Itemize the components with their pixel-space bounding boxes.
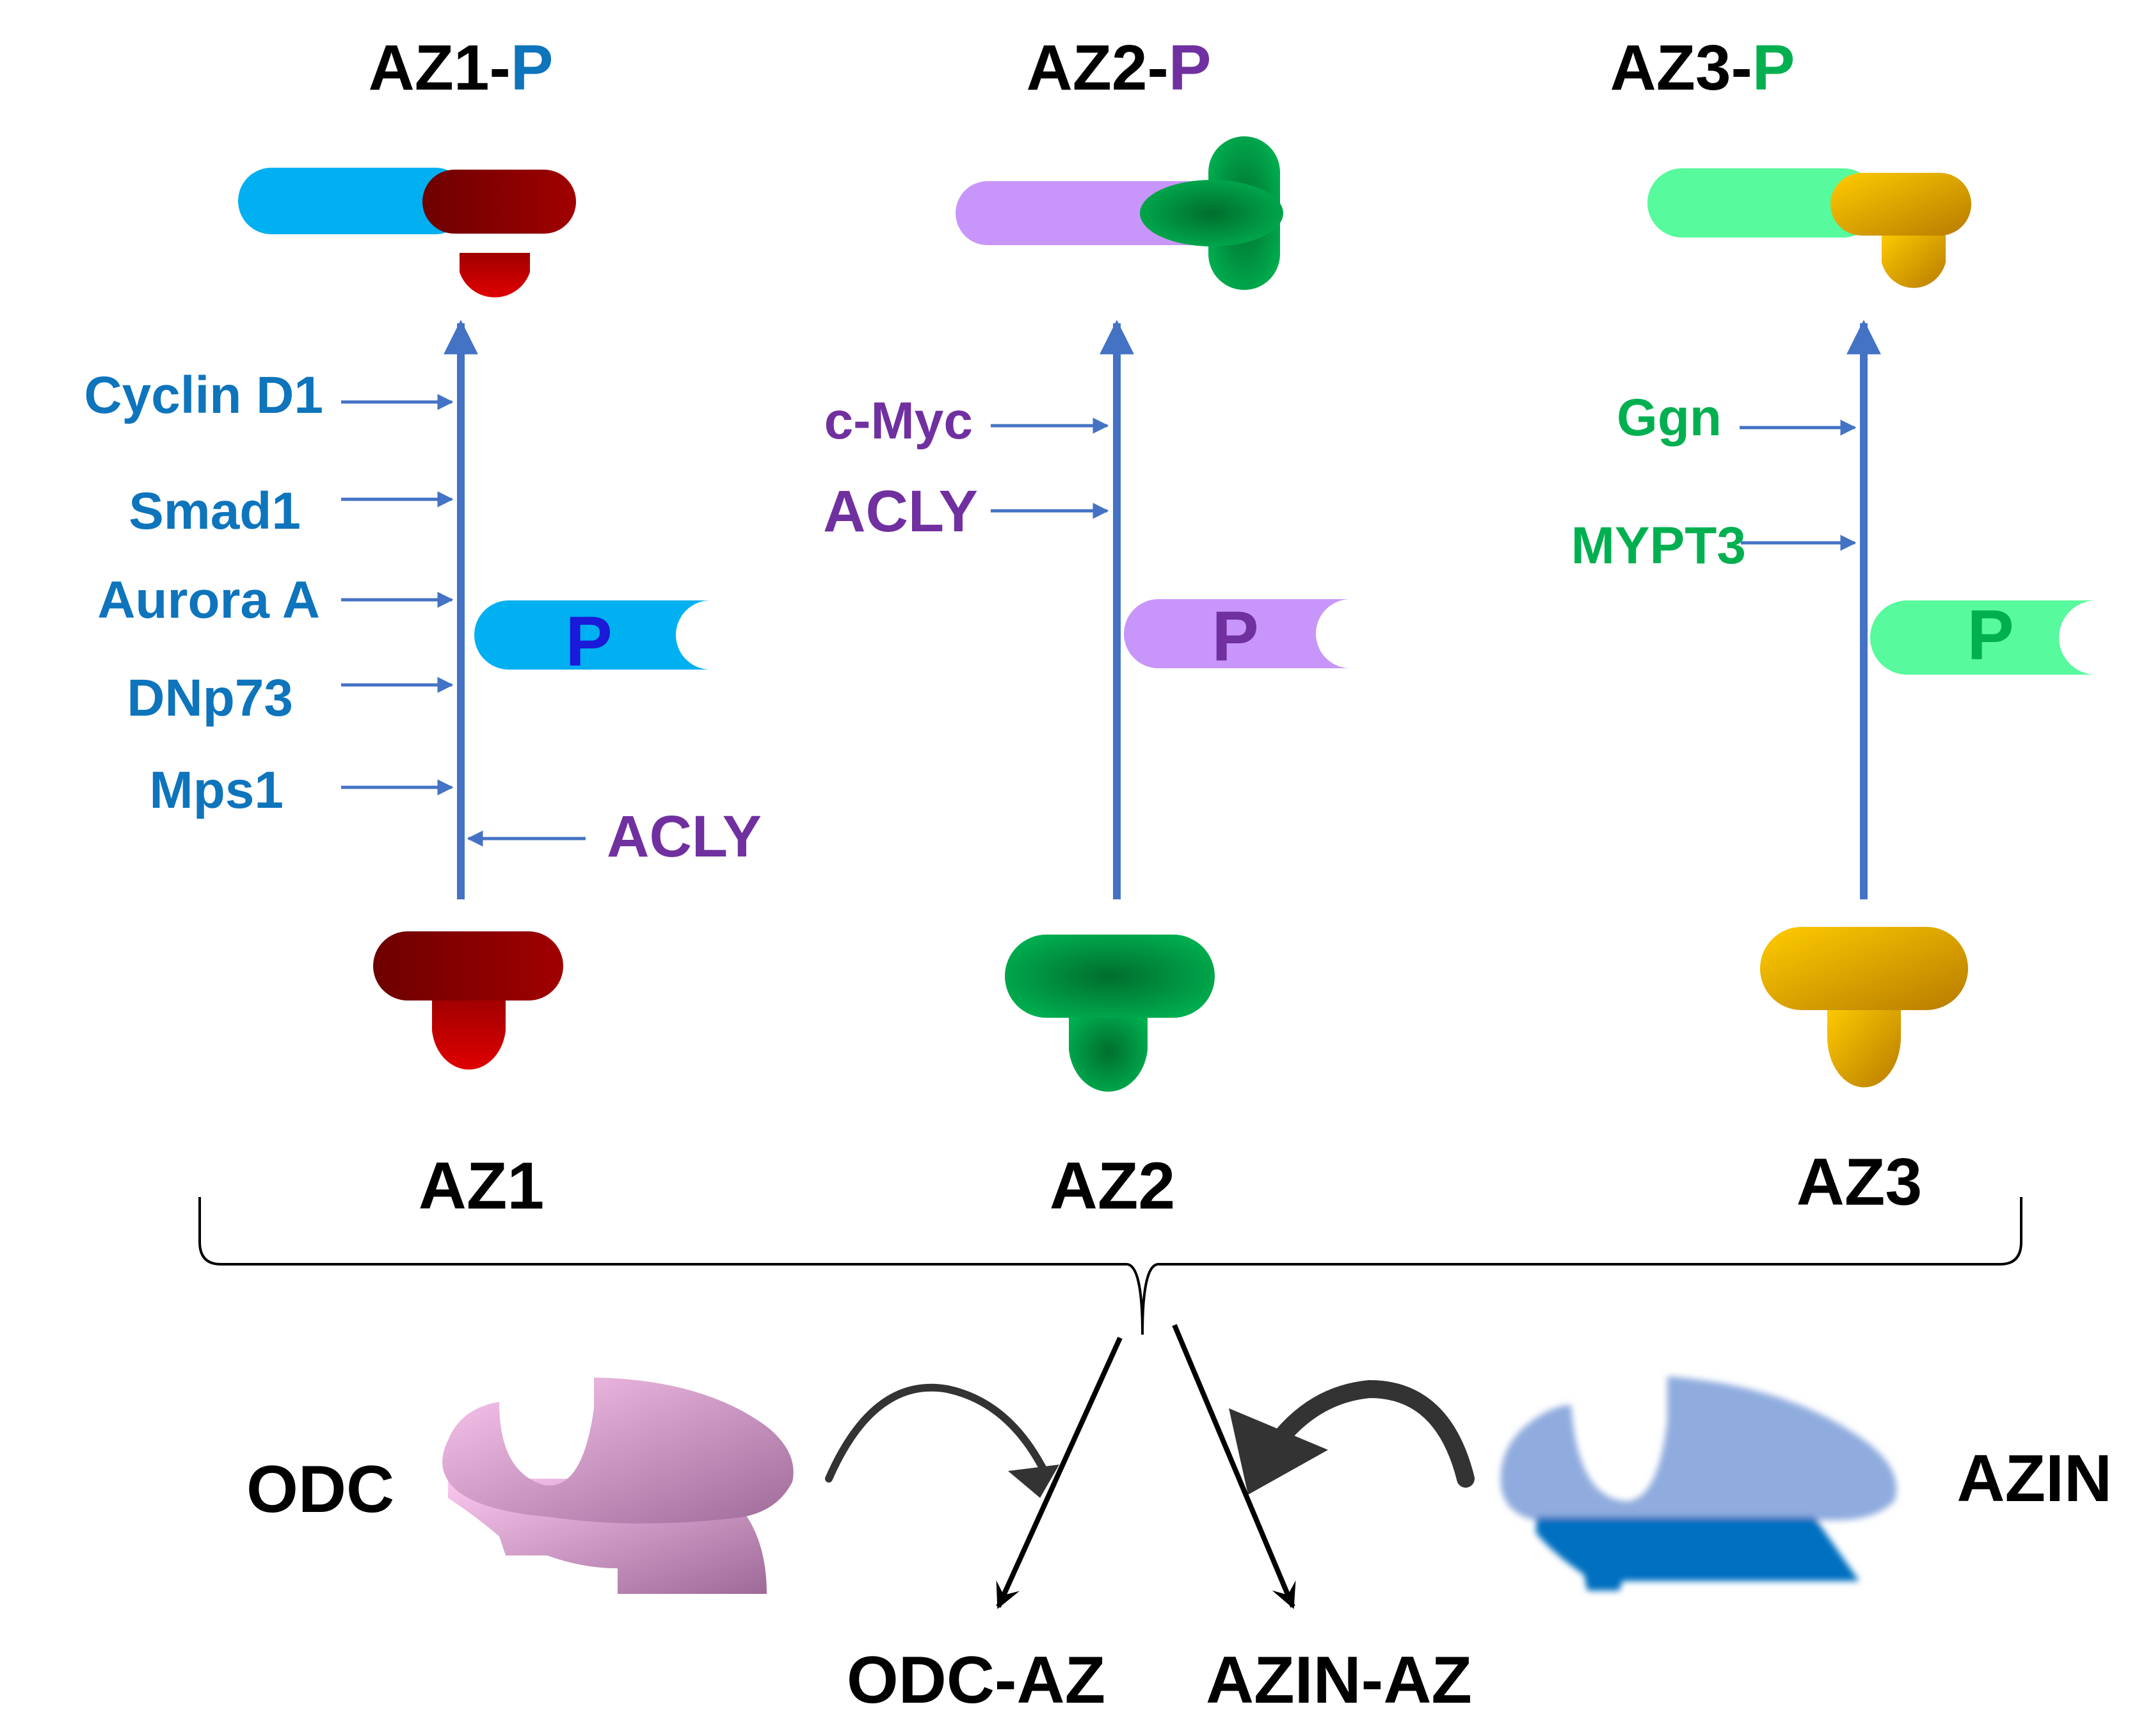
az2-kinase-label: c-Myc xyxy=(824,392,973,450)
az1-protein-shape xyxy=(373,931,563,1070)
az1-phosphate-tag: P xyxy=(474,600,710,681)
az2-label: AZ2 xyxy=(1050,1149,1175,1223)
az3-p-complex-shape xyxy=(1647,168,1971,288)
grouping-brace xyxy=(198,1197,2022,1335)
az1-kinase-label: Mps1 xyxy=(149,761,284,819)
az3-column: AZ3-P Ggn MYPT3 P AZ3 xyxy=(1571,32,2096,1219)
odc-binding-curved-arrow xyxy=(825,1383,1047,1483)
odc-az-label: ODC-AZ xyxy=(847,1643,1105,1717)
az1-label: AZ1 xyxy=(419,1149,544,1223)
az3-kinase-list: Ggn MYPT3 xyxy=(1571,389,1857,575)
odc-protein-shape xyxy=(442,1378,794,1594)
az2-p-complex-shape xyxy=(956,136,1283,290)
az1-kinase-label: Cyclin D1 xyxy=(84,366,323,424)
az3-p-title-suffix: P xyxy=(1752,32,1795,104)
az3-phosphate-label: P xyxy=(1967,596,2014,675)
az1-kinase-list: Cyclin D1 Smad1 Aurora A DNp73 Mps1 xyxy=(84,366,454,819)
az2-kinase-list: c-Myc ACLY xyxy=(823,392,1109,544)
az2-kinase-label: ACLY xyxy=(823,479,978,544)
az1-phosphate-label: P xyxy=(565,602,612,681)
az1-inhibitor-label: ACLY xyxy=(607,804,762,869)
az1-column: AZ1-P Cyclin D1 Smad1 Aurora A DNp73 Mps… xyxy=(84,32,762,1223)
az3-kinase-label: MYPT3 xyxy=(1571,517,1746,575)
odc-group: ODC xyxy=(246,1378,794,1594)
az1-p-title-prefix: AZ1- xyxy=(369,32,511,104)
az1-p-complex-shape xyxy=(238,168,576,298)
az1-kinase-label: Aurora A xyxy=(97,571,320,629)
az1-kinase-label: DNp73 xyxy=(127,669,293,727)
azin-az-output-arrow xyxy=(1172,1324,1296,1609)
az3-p-title: AZ3-P xyxy=(1610,32,1795,104)
az1-p-title-suffix: P xyxy=(511,32,554,104)
az2-column: AZ2-P c-Myc ACLY P AZ2 xyxy=(823,32,1350,1223)
az3-label: AZ3 xyxy=(1797,1145,1922,1219)
azin-label: AZIN xyxy=(1957,1442,2112,1516)
az2-phosphate-tag: P xyxy=(1124,597,1350,676)
az3-kinase-label: Ggn xyxy=(1617,389,1722,447)
azin-binding-curved-arrow xyxy=(1249,1379,1475,1488)
azin-binding-arrowhead xyxy=(1229,1408,1328,1495)
az2-phosphate-label: P xyxy=(1212,597,1258,676)
az2-p-title-suffix: P xyxy=(1169,32,1212,104)
azin-group: AZIN xyxy=(1500,1376,2112,1591)
odc-binding-arrowhead xyxy=(1008,1465,1059,1498)
az1-kinase-label: Smad1 xyxy=(129,482,301,540)
az3-phosphate-tag: P xyxy=(1870,596,2096,675)
odc-az-output-arrow xyxy=(996,1337,1123,1609)
azin-az-label: AZIN-AZ xyxy=(1206,1643,1472,1717)
az1-p-title: AZ1-P xyxy=(369,32,554,104)
az2-p-title: AZ2-P xyxy=(1027,32,1212,104)
az2-p-title-prefix: AZ2- xyxy=(1027,32,1169,104)
az3-p-title-prefix: AZ3- xyxy=(1610,32,1752,104)
az2-protein-shape xyxy=(1005,935,1215,1092)
az3-protein-shape xyxy=(1760,927,1968,1088)
odc-label: ODC xyxy=(246,1452,394,1527)
azin-protein-shape xyxy=(1500,1376,1897,1591)
